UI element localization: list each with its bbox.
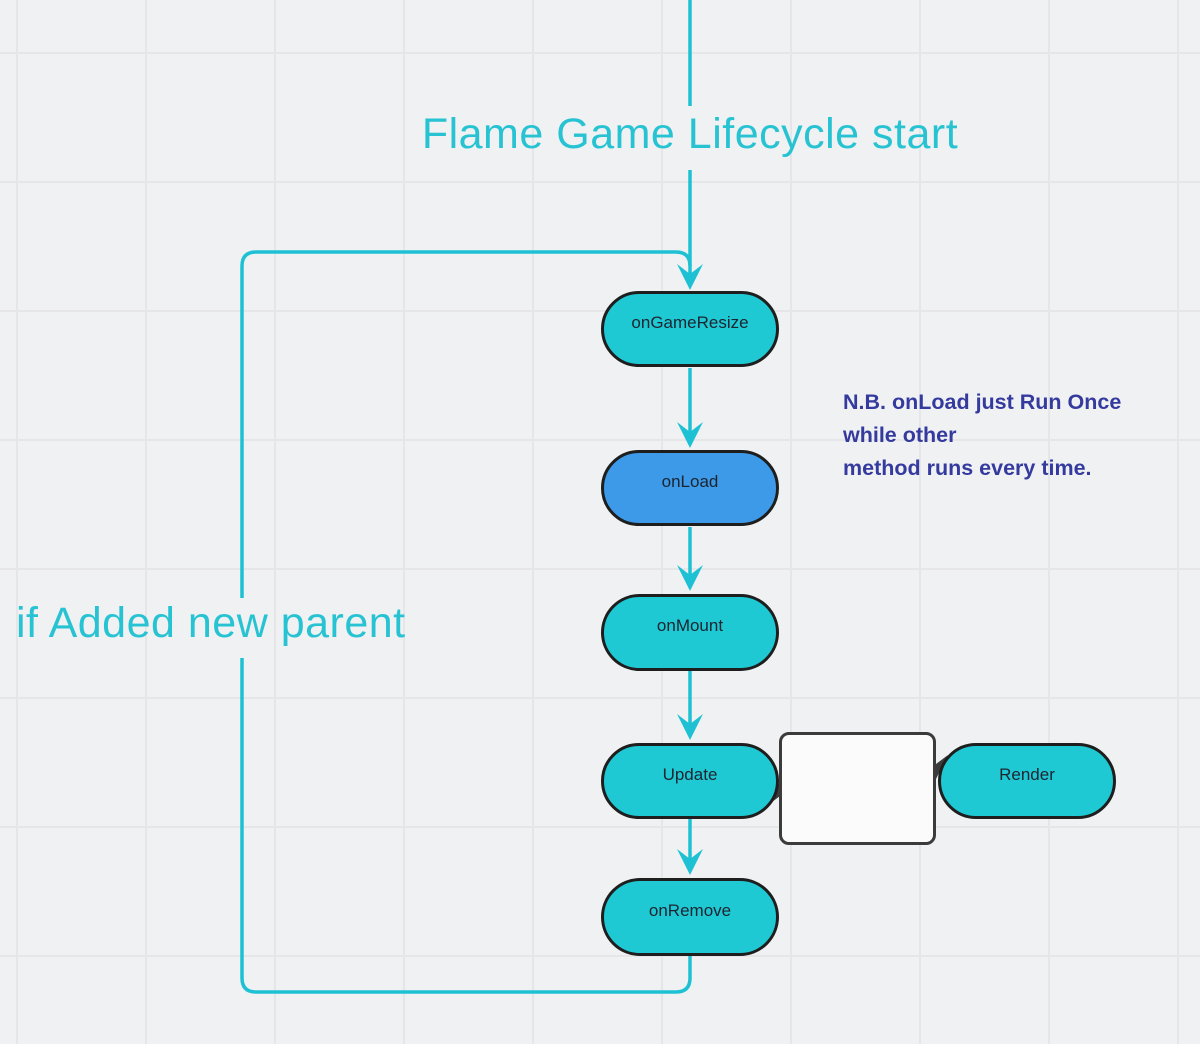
onload-note-line-1: N.B. onLoad just Run Once <box>843 390 1122 414</box>
update-render-loop-box <box>779 732 936 845</box>
node-ongameresize: onGameResize <box>601 291 779 367</box>
node-update-label: Update <box>662 764 718 784</box>
node-ongameresize-label: onGameResize <box>631 312 749 332</box>
node-render-label: Render <box>999 764 1055 784</box>
onload-note: N.B. onLoad just Run Once while other me… <box>843 386 1173 485</box>
node-onremove: onRemove <box>601 878 779 956</box>
onload-note-line-2: while other <box>843 423 957 447</box>
arrowhead-into-update <box>677 714 703 740</box>
onload-note-line-3: method runs every time. <box>843 456 1092 480</box>
node-onload-label: onLoad <box>661 471 719 491</box>
arrowhead-into-onmount <box>677 565 703 591</box>
node-onmount: onMount <box>601 594 779 671</box>
edge-loop-if-new-parent <box>240 250 692 994</box>
arrowhead-into-onremove <box>677 849 703 875</box>
loop-condition-label: if Added new parent <box>16 599 406 647</box>
node-onload: onLoad <box>601 450 779 526</box>
node-update: Update <box>601 743 779 819</box>
node-onmount-label: onMount <box>656 616 724 635</box>
node-onremove-label: onRemove <box>648 900 732 920</box>
arrowhead-into-onload <box>677 422 703 448</box>
arrowhead-into-ongameresize <box>677 264 703 290</box>
diagram-title: Flame Game Lifecycle start <box>421 110 959 158</box>
node-render: Render <box>938 743 1116 819</box>
